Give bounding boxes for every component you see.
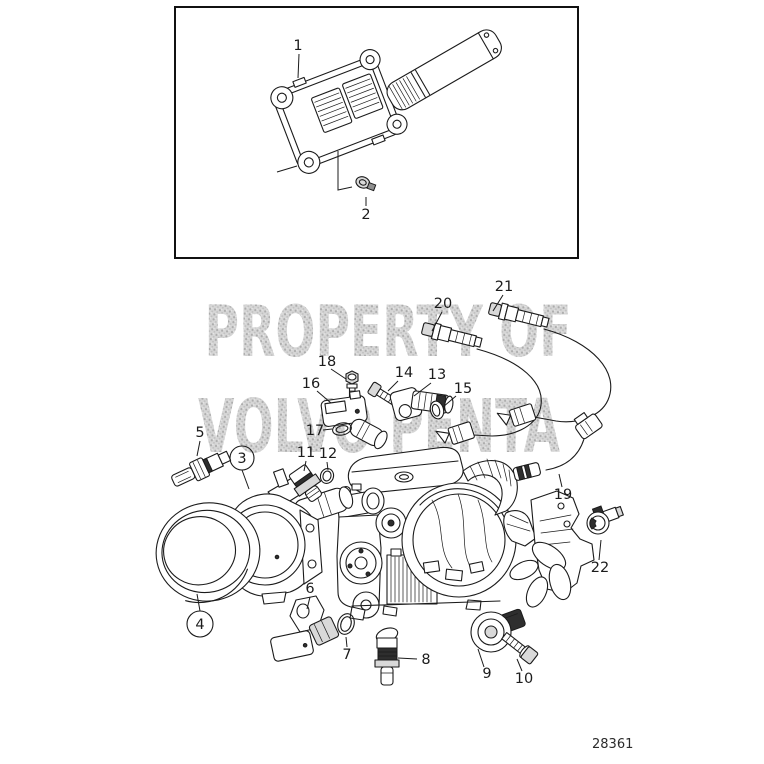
callout-13: 13 [428,367,446,383]
callout-15: 15 [454,381,472,397]
inset-frame-box [174,6,579,259]
control-unit-cover-cylinder [386,29,502,111]
part-9-knock-sensor-drawing [470,608,526,653]
callout-4-circle [186,610,214,638]
engine-illustration [336,446,595,621]
watermark-line-1: PROPERTY OF [205,291,572,373]
part-21-oxygen-sensor-drawing [487,299,612,427]
drawing-number: 28361 [592,737,633,752]
callout-19: 19 [554,487,572,503]
callout-7: 7 [342,647,351,663]
part-13-position-sensor-drawing [389,387,454,422]
callout-16: 16 [302,376,320,392]
callout-6: 6 [305,581,314,597]
callout-20: 20 [434,296,452,312]
part-15-plug-drawing [429,400,445,420]
callout-10: 10 [515,671,533,687]
callout-leader-lines [196,53,602,672]
callout-17: 17 [306,423,324,439]
callout-14: 14 [395,365,413,381]
ecu-mount-screw-drawing [355,176,377,192]
part-7-o-ring-drawing [337,613,355,635]
watermark-text: PROPERTY OF VOLVO PENTA [198,291,572,470]
callout-1: 1 [293,38,302,54]
part-5-sensor-drawing [171,450,232,487]
control-unit-drawing [270,29,502,174]
callout-9: 9 [482,666,491,682]
part-12-o-ring-drawing [319,468,335,484]
part-4-intake-bellows-drawing [155,502,261,604]
part-17-o-ring-drawing [332,422,352,436]
callout-22: 22 [591,560,609,576]
part-19-sensor-cable-drawing [512,412,603,481]
part-20-oxygen-sensor-drawing [420,319,542,445]
callout-18: 18 [318,354,336,370]
part-16-pressure-sensor-drawing [320,390,388,450]
part-8-temperature-sensor-drawing [374,627,400,686]
callout-2: 2 [361,207,370,223]
callout-3-circle [229,445,255,471]
part-10-screw-drawing [501,631,539,665]
part-22-sensor-drawing [586,505,624,535]
callout-21: 21 [495,279,513,295]
callout-8: 8 [421,652,430,668]
callout-12: 12 [319,446,337,462]
part-6-sensor-drawing [270,595,340,662]
callout-labels: 1 2 3 4 5 6 7 8 9 10 11 12 13 14 15 16 1… [186,38,609,687]
part-11-sensor-drawing [288,464,323,502]
callout-11: 11 [297,445,315,461]
callout-3: 3 [237,451,246,467]
callout-5: 5 [195,425,204,441]
callout-4: 4 [195,617,204,633]
